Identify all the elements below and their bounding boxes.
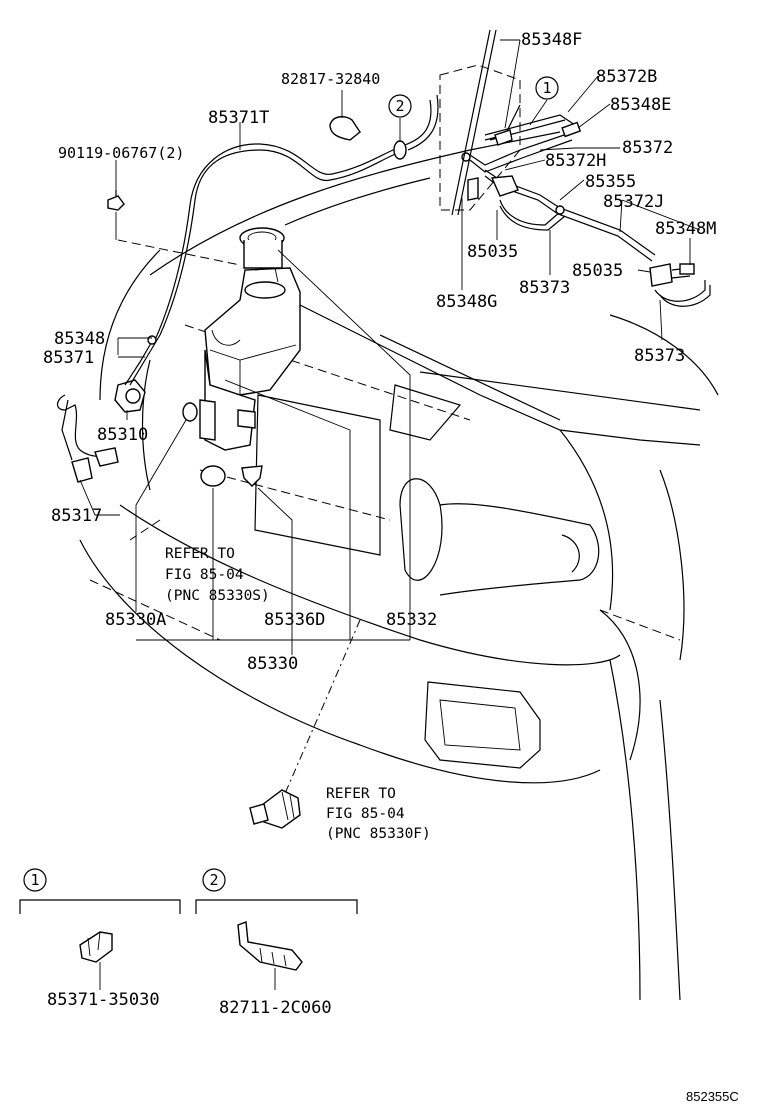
leader-lines bbox=[79, 39, 701, 806]
callout-2-number: 2 bbox=[396, 97, 405, 115]
label-85336d: 85336D bbox=[264, 610, 325, 630]
legend-1-number: 1 bbox=[31, 871, 40, 889]
part-labels: 85348F 85372B 85348E 85372 85372H 85355 … bbox=[43, 30, 716, 842]
label-85348e: 85348E bbox=[610, 95, 671, 115]
label-85373-lower: 85373 bbox=[634, 346, 685, 366]
note-refer-85330s-line1: REFER TO bbox=[165, 546, 235, 562]
note-refer-85330s-line3: (PNC 85330S) bbox=[165, 588, 270, 604]
label-85348: 85348 bbox=[54, 329, 105, 349]
label-82817-32840: 82817-32840 bbox=[281, 70, 380, 88]
label-85372j: 85372J bbox=[603, 192, 664, 212]
label-85371t: 85371T bbox=[208, 108, 269, 128]
clamp-85371-35030 bbox=[79, 931, 113, 990]
callout-1-number: 1 bbox=[543, 79, 552, 97]
label-82711-2c060: 82711-2C060 bbox=[219, 998, 332, 1018]
label-85035-lower: 85035 bbox=[572, 261, 623, 281]
label-85372h: 85372H bbox=[545, 151, 606, 171]
washer-pump-85310 bbox=[114, 379, 146, 413]
washer-tank bbox=[199, 227, 301, 451]
note-refer-85330f-line2: FIG 85-04 bbox=[326, 806, 405, 822]
label-85035-upper: 85035 bbox=[467, 242, 518, 262]
nozzle-hoses-upper-right bbox=[439, 29, 711, 307]
clip-85336d bbox=[241, 465, 263, 487]
note-refer-85330s-line2: FIG 85-04 bbox=[165, 567, 244, 583]
label-85355: 85355 bbox=[585, 172, 636, 192]
callout-circle-1: 1 bbox=[535, 76, 559, 100]
legend-item-2: 2 82711-2C060 bbox=[195, 868, 358, 1018]
label-85372b: 85372B bbox=[596, 67, 657, 87]
grommet-85330a bbox=[200, 465, 226, 487]
label-85330: 85330 bbox=[247, 654, 298, 674]
label-85348m: 85348M bbox=[655, 219, 716, 239]
label-85332: 85332 bbox=[386, 610, 437, 630]
label-85371-35030: 85371-35030 bbox=[47, 990, 160, 1010]
level-sensor-85317 bbox=[56, 394, 119, 483]
label-85348f: 85348F bbox=[521, 30, 582, 50]
washer-motor-85330f bbox=[249, 789, 301, 829]
clip-82817-32840 bbox=[329, 116, 361, 141]
label-85310: 85310 bbox=[97, 425, 148, 445]
label-90119-06767: 90119-06767(2) bbox=[58, 144, 184, 162]
label-85373-upper: 85373 bbox=[519, 278, 570, 298]
callout-circle-2: 2 bbox=[388, 94, 412, 118]
legend-item-1: 1 85371-35030 bbox=[19, 868, 181, 1010]
vehicle-body-outline bbox=[79, 131, 719, 1001]
figure-id: 852355C bbox=[686, 1089, 739, 1104]
bolt-90119 bbox=[107, 190, 125, 211]
note-refer-85330f-line1: REFER TO bbox=[326, 786, 396, 802]
clip-82711-2c060 bbox=[237, 921, 303, 990]
label-85330a: 85330A bbox=[105, 610, 166, 630]
note-refer-85330f-line3: (PNC 85330F) bbox=[326, 826, 431, 842]
grommet-small bbox=[182, 402, 198, 422]
label-85317: 85317 bbox=[51, 506, 102, 526]
label-85372: 85372 bbox=[622, 138, 673, 158]
legend-2-number: 2 bbox=[210, 871, 219, 889]
label-85348g: 85348G bbox=[436, 292, 497, 312]
label-85371: 85371 bbox=[43, 348, 94, 368]
